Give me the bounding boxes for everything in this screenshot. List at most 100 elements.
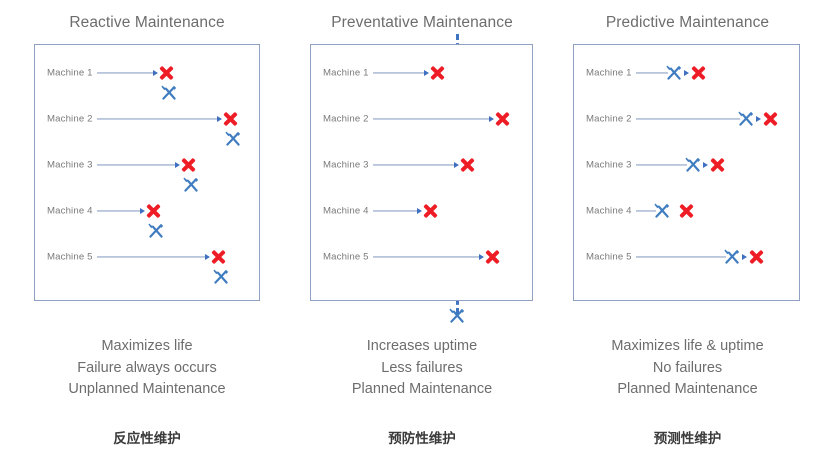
caption-line: Unplanned Maintenance <box>68 381 226 397</box>
arrow-right-icon <box>684 70 689 76</box>
arrow-right-icon <box>417 208 422 214</box>
caption-line: Planned Maintenance <box>351 381 493 397</box>
arrow-line <box>373 164 454 166</box>
chart-box-preventative: Machine 1 Machine 2 Machine 3 <box>310 44 533 301</box>
machine-label: Machine 1 <box>323 67 369 79</box>
arrow-right-icon <box>217 116 222 122</box>
machine-label: Machine 2 <box>586 113 632 125</box>
caption-line: Maximizes life & uptime <box>611 338 764 354</box>
panel-caption-reactive: Maximizes life Failure always occurs Unp… <box>18 336 276 401</box>
chart-box-reactive: Machine 1 <box>34 44 260 301</box>
machine-label: Machine 4 <box>47 205 93 217</box>
table-row: Machine 1 <box>574 63 799 83</box>
wrench-screwdriver-icon <box>736 109 756 129</box>
wrench-screwdriver-icon <box>722 247 742 267</box>
panel-title-predictive: Predictive Maintenance <box>605 14 770 31</box>
panel-reactive: Reactive Maintenance Machine 1 <box>18 0 276 457</box>
machine-label: Machine 5 <box>323 251 369 263</box>
red-x-icon <box>180 157 197 174</box>
machine-label: Machine 1 <box>47 67 93 79</box>
arrow-line <box>373 118 489 120</box>
arrow-line <box>636 118 740 120</box>
wrench-screwdriver-icon <box>146 221 166 241</box>
panel-caption-cn-predictive: 预测性维护 <box>653 431 722 446</box>
panel-preventative: Preventative Maintenance Machine 1 <box>296 0 548 457</box>
red-x-icon <box>748 249 765 266</box>
arrow-right-icon <box>742 254 747 260</box>
arrow-right-icon <box>703 162 708 168</box>
caption-line: Planned Maintenance <box>617 381 758 397</box>
table-row: Machine 2 <box>35 109 259 146</box>
arrow-line <box>97 210 140 212</box>
red-x-icon <box>222 111 239 128</box>
red-x-icon <box>762 111 779 128</box>
caption-line: Less failures <box>381 359 463 376</box>
arrow-right-icon <box>140 208 145 214</box>
caption-line: Failure always occurs <box>77 359 217 376</box>
red-x-icon <box>494 111 511 128</box>
red-x-icon <box>429 65 446 82</box>
arrow-line <box>373 72 424 74</box>
arrow-right-icon <box>756 116 761 122</box>
table-row: Machine 2 <box>574 109 799 129</box>
panel-title-reactive: Reactive Maintenance <box>69 14 225 31</box>
arrow-line <box>373 210 417 212</box>
red-x-icon <box>158 65 175 82</box>
machine-label: Machine 1 <box>586 67 632 79</box>
wrench-screwdriver-icon <box>683 155 703 175</box>
table-row: Machine 1 <box>311 63 532 83</box>
arrow-line <box>97 256 205 258</box>
caption-line: No failures <box>652 359 723 376</box>
arrow-right-icon <box>454 162 459 168</box>
red-x-icon <box>459 157 476 174</box>
red-x-icon <box>145 203 162 220</box>
wrench-screwdriver-icon <box>181 175 201 195</box>
red-x-icon <box>678 203 695 220</box>
table-row: Machine 1 <box>35 63 259 100</box>
wrench-screwdriver-icon <box>664 63 684 83</box>
machine-label: Machine 3 <box>323 159 369 171</box>
arrow-right-icon <box>205 254 210 260</box>
table-row: Machine 4 <box>311 201 532 221</box>
arrow-line <box>636 210 656 212</box>
panel-caption-cn-preventative: 预防性维护 <box>388 431 456 446</box>
wrench-screwdriver-icon <box>652 201 672 221</box>
arrow-right-icon <box>479 254 484 260</box>
arrow-right-icon <box>424 70 429 76</box>
arrow-line <box>373 256 479 258</box>
panel-caption-preventative: Increases uptime Less failures Planned M… <box>296 336 548 401</box>
table-row: Machine 5 <box>311 247 532 267</box>
arrow-line <box>636 72 668 74</box>
machine-label: Machine 4 <box>323 205 369 217</box>
caption-line: Maximizes life <box>101 338 193 354</box>
table-row: Machine 3 <box>35 155 259 192</box>
machine-label: Machine 4 <box>586 205 632 217</box>
panel-title-preventative: Preventative Maintenance <box>331 14 513 31</box>
arrow-line <box>97 118 217 120</box>
table-row: Machine 2 <box>311 109 532 129</box>
panel-predictive: Predictive Maintenance Machine 1 <box>560 0 815 457</box>
red-x-icon <box>690 65 707 82</box>
arrow-right-icon <box>489 116 494 122</box>
machine-label: Machine 2 <box>47 113 93 125</box>
red-x-icon <box>422 203 439 220</box>
caption-line: Increases uptime <box>366 338 478 354</box>
machine-label: Machine 5 <box>47 251 93 263</box>
arrow-line <box>636 256 726 258</box>
machine-label: Machine 5 <box>586 251 632 263</box>
arrow-right-icon <box>153 70 158 76</box>
red-x-icon <box>484 249 501 266</box>
panel-caption-cn-reactive: 反应性维护 <box>113 431 181 446</box>
table-row: Machine 4 <box>574 201 799 221</box>
table-row: Machine 5 <box>574 247 799 267</box>
arrow-line <box>636 164 687 166</box>
table-row: Machine 5 <box>35 247 259 284</box>
table-row: Machine 3 <box>311 155 532 175</box>
machine-label: Machine 2 <box>323 113 369 125</box>
wrench-screwdriver-icon <box>159 83 179 103</box>
arrow-right-icon <box>175 162 180 168</box>
machine-label: Machine 3 <box>586 159 632 171</box>
arrow-line <box>97 164 175 166</box>
wrench-screwdriver-icon <box>223 129 243 149</box>
